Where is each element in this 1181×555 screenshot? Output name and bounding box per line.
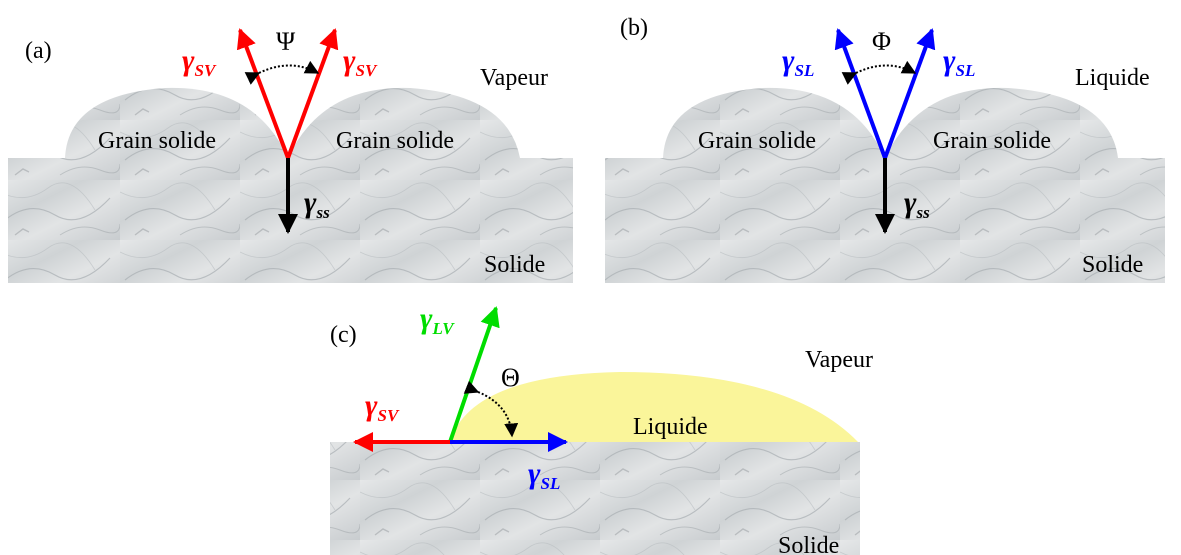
drop-label: Liquide	[633, 414, 708, 440]
panel-tag: (a)	[25, 38, 52, 64]
panel-a: (a) Ψ Vapeur Solide Grain solide Grain s…	[8, 27, 573, 283]
grain-left	[663, 87, 885, 158]
tension-sl-label: γSL	[528, 457, 560, 493]
grain-right	[885, 87, 1118, 158]
solid-substrate	[330, 442, 860, 555]
medium-label: Liquide	[1075, 65, 1150, 91]
angle-label: Ψ	[276, 27, 296, 56]
grain-left-label: Grain solide	[698, 128, 816, 154]
angle-arc	[244, 60, 320, 85]
tension-sl-right-label: γSL	[943, 44, 975, 80]
grain-left	[65, 87, 288, 158]
tension-sl-left-label: γSL	[782, 44, 814, 80]
tension-sv-label: γSV	[365, 389, 400, 425]
substrate-label: Solide	[778, 533, 839, 555]
tension-lv-label: γLV	[420, 302, 455, 338]
panel-tag: (c)	[330, 322, 357, 348]
substrate-label: Solide	[1082, 252, 1143, 278]
medium-label: Vapeur	[805, 347, 873, 373]
medium-label: Vapeur	[480, 65, 548, 91]
tension-sv-left-arrow	[236, 28, 290, 159]
tension-sv-right-arrow	[286, 28, 339, 159]
panel-b: (b) Φ Liquide Solide Grain solide Grain …	[605, 15, 1165, 283]
grain-left-label: Grain solide	[98, 128, 216, 154]
tension-lv-arrow	[448, 306, 500, 443]
tension-sv-right-label: γSV	[343, 44, 378, 80]
panel-c: (c) Θ Vapeur Liquide Solide γLV γSV γSL	[330, 302, 873, 555]
tension-ss-label: γss	[904, 186, 930, 222]
liquid-drop	[450, 372, 858, 442]
grain-right	[288, 87, 520, 158]
tension-sv-left-label: γSV	[182, 44, 217, 80]
tension-sl-left-arrow	[834, 28, 887, 159]
substrate-label: Solide	[484, 252, 545, 278]
tension-sl-right-arrow	[883, 28, 936, 159]
grain-right-label: Grain solide	[933, 128, 1051, 154]
angle-arc	[841, 60, 917, 85]
tension-ss-label: γss	[304, 186, 330, 222]
panel-tag: (b)	[620, 15, 648, 41]
angle-label: Φ	[872, 27, 891, 56]
angle-arc	[463, 380, 519, 438]
angle-label: Θ	[501, 363, 520, 392]
grain-right-label: Grain solide	[336, 128, 454, 154]
